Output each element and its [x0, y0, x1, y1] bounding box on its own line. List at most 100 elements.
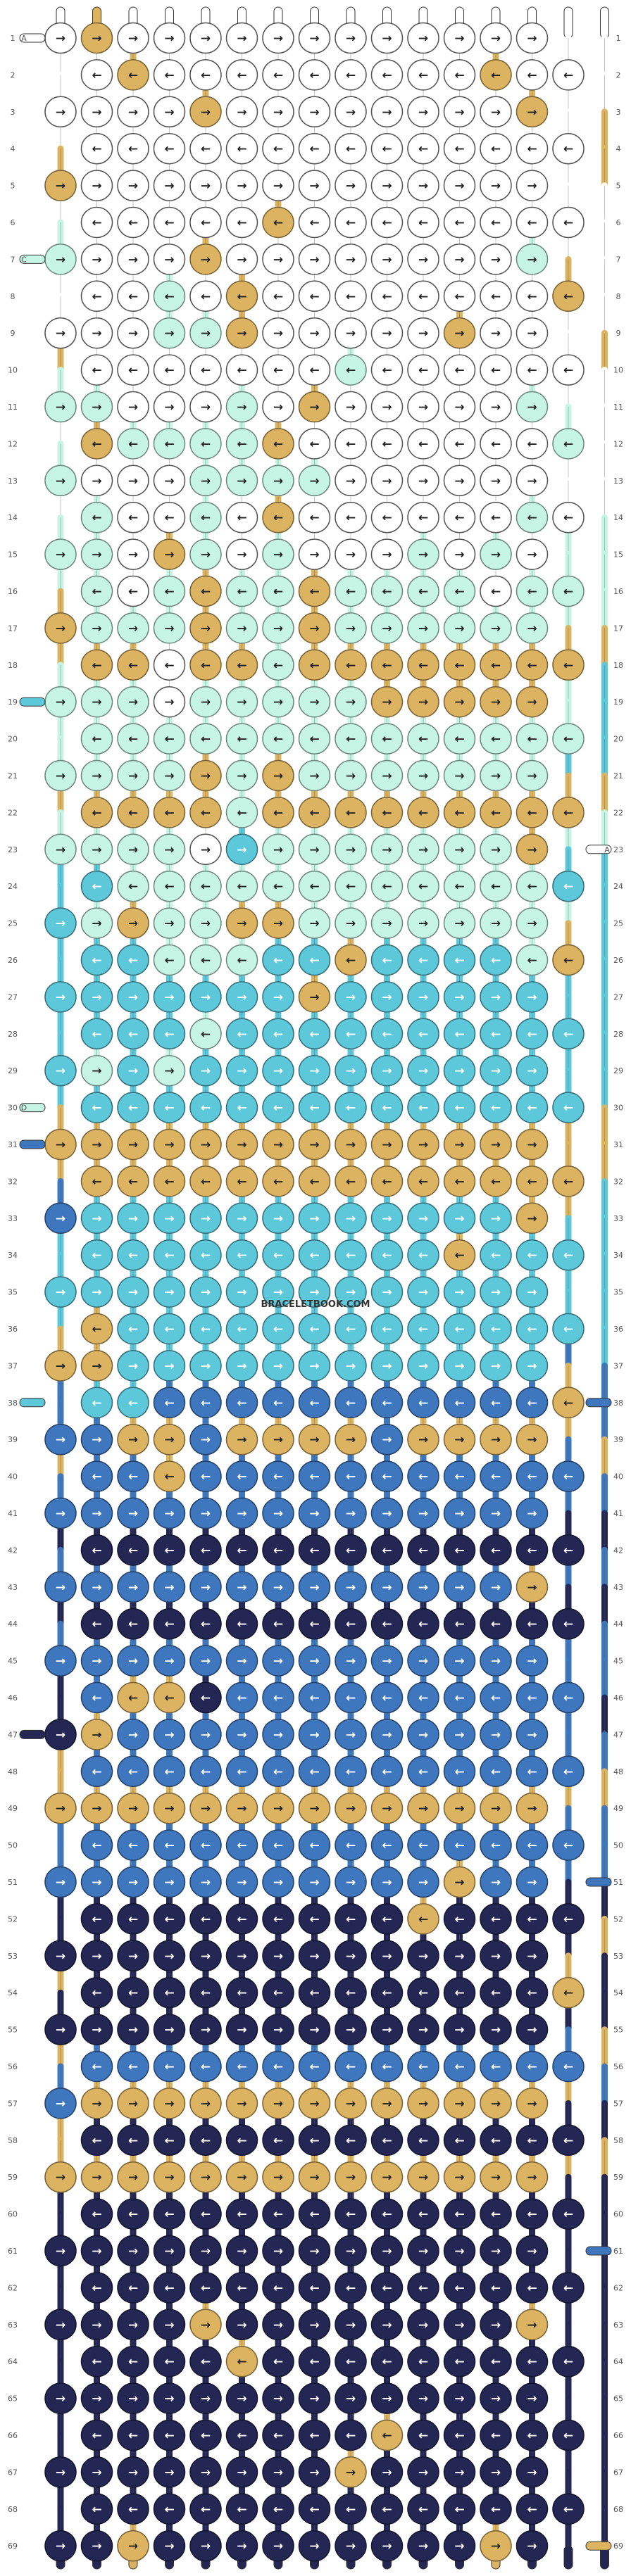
knot-circle — [153, 280, 186, 312]
arrow-left-icon: ← — [128, 2060, 138, 2074]
knot-circle — [552, 1608, 585, 1640]
arrow-right-icon: → — [237, 327, 246, 341]
arrow-right-icon: → — [128, 990, 138, 1004]
knot-circle — [262, 2309, 294, 2341]
arrow-right-icon: → — [454, 1064, 464, 1078]
knot-circle — [407, 870, 439, 902]
knot-circle — [407, 1719, 439, 1750]
arrow-left-icon: ← — [382, 290, 392, 304]
knot: → — [298, 1719, 331, 1750]
knot: ← — [335, 1092, 367, 1123]
knot: → — [225, 1497, 258, 1529]
arrow-right-icon: → — [346, 1950, 356, 1964]
knot-circle — [298, 280, 331, 312]
arrow-left-icon: ← — [491, 1470, 501, 1484]
knot-circle — [443, 244, 476, 275]
knot: → — [407, 981, 439, 1013]
arrow-left-icon: ← — [382, 1396, 392, 1410]
arrow-left-icon: ← — [309, 1912, 319, 1926]
knot-circle — [407, 1423, 439, 1456]
knot: → — [480, 2014, 512, 2045]
knot: → — [480, 907, 512, 939]
knot: → — [117, 686, 149, 718]
knot: ← — [262, 354, 294, 386]
knot-circle — [262, 538, 294, 570]
arrow-left-icon: ← — [491, 216, 501, 230]
arrow-left-icon: ← — [491, 511, 501, 525]
knot-circle — [335, 132, 367, 165]
knot: → — [80, 2088, 113, 2119]
knot-circle — [44, 981, 77, 1013]
knot-circle — [153, 2014, 186, 2045]
knot-circle — [225, 612, 258, 644]
arrow-left-icon: ← — [454, 2355, 464, 2369]
knot: ← — [407, 575, 439, 607]
arrow-right-icon: → — [237, 106, 246, 120]
knot: ← — [262, 2345, 294, 2378]
arrow-left-icon: ← — [491, 1986, 501, 2000]
knot-circle — [153, 870, 186, 902]
knot: ← — [516, 575, 549, 607]
knot-circle — [189, 2309, 222, 2341]
knot-circle — [298, 1460, 331, 1492]
knot: → — [443, 1571, 476, 1603]
knot: ← — [117, 132, 149, 165]
arrow-left-icon: ← — [309, 1765, 319, 1779]
arrow-left-icon: ← — [128, 216, 138, 230]
arrow-right-icon: → — [92, 1728, 101, 1742]
knot-circle — [117, 2161, 149, 2193]
knot: ← — [480, 575, 512, 607]
knot: → — [370, 2235, 404, 2267]
knot-circle — [335, 1423, 367, 1456]
knot-circle — [153, 1128, 186, 1161]
knot-circle — [407, 1018, 439, 1050]
knot-circle — [516, 1976, 549, 2009]
knot-circle — [480, 2419, 512, 2451]
knot: ← — [370, 1534, 404, 1566]
knot-circle — [117, 2345, 149, 2378]
knot-circle — [189, 1681, 222, 1714]
knot: → — [480, 833, 512, 866]
arrow-right-icon: → — [128, 1802, 138, 1816]
arrow-right-icon: → — [382, 548, 392, 562]
arrow-right-icon: → — [527, 695, 537, 709]
arrow-left-icon: ← — [164, 290, 174, 304]
knot: → — [370, 2382, 404, 2414]
knot-circle — [370, 1276, 404, 1308]
knot: ← — [552, 723, 585, 755]
knot-circle — [443, 1792, 476, 1824]
arrow-left-icon: ← — [237, 659, 246, 673]
knot: → — [298, 759, 331, 792]
arrow-left-icon: ← — [309, 585, 319, 599]
knot-circle — [516, 981, 549, 1013]
knot: → — [298, 1792, 331, 1824]
knot-circle — [117, 759, 149, 792]
knot-circle — [262, 759, 294, 792]
arrow-right-icon: → — [382, 1876, 392, 1890]
arrow-left-icon: ← — [563, 659, 573, 673]
knot-circle — [370, 649, 404, 681]
knot: ← — [370, 1976, 404, 2009]
arrow-right-icon: → — [56, 2392, 65, 2406]
knot: ← — [189, 280, 222, 312]
arrow-right-icon: → — [527, 1212, 537, 1226]
arrow-left-icon: ← — [527, 216, 537, 230]
knot-circle — [44, 833, 77, 866]
knot-circle — [80, 1166, 113, 1197]
knot: ← — [189, 501, 222, 533]
knot: → — [44, 1054, 77, 1087]
arrow-right-icon: → — [201, 2318, 211, 2332]
knot-circle — [189, 2272, 222, 2304]
knot: → — [153, 2161, 186, 2193]
arrow-right-icon: → — [346, 1138, 356, 1152]
arrow-right-icon: → — [128, 179, 138, 194]
knot: ← — [443, 1755, 476, 1788]
knot: ← — [407, 1239, 439, 1271]
knot-circle — [552, 2050, 585, 2083]
arrow-left-icon: ← — [92, 2281, 101, 2295]
arrow-left-icon: ← — [273, 2355, 283, 2369]
arrow-right-icon: → — [309, 1286, 319, 1300]
knot-circle — [407, 1755, 439, 1788]
arrow-left-icon: ← — [346, 1543, 356, 1558]
knot: ← — [335, 59, 367, 91]
